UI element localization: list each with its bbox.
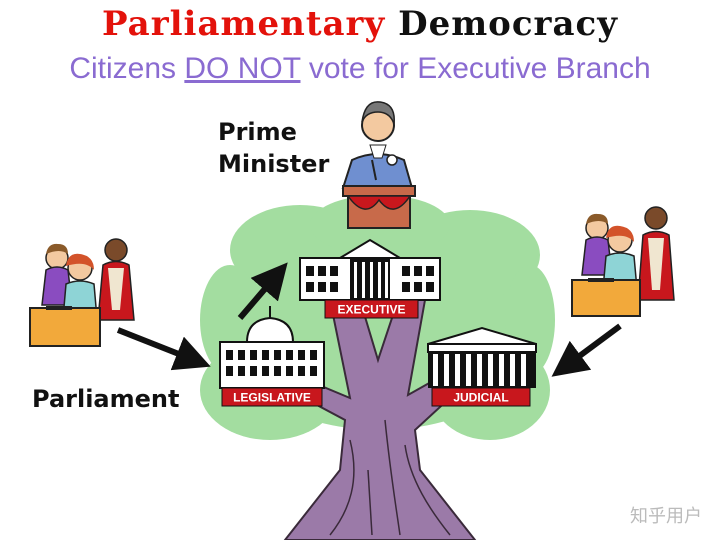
arrow-citizens-to-judicial — [551, 323, 622, 377]
page-title: Parliamentary Democracy — [0, 4, 720, 44]
executive-label: EXECUTIVE — [337, 303, 405, 317]
page-subtitle: Citizens DO NOT vote for Executive Branc… — [0, 52, 720, 86]
left-voters-group — [29, 238, 135, 347]
podium — [342, 185, 416, 229]
title-part-parliamentary: Parliamentary — [102, 4, 386, 44]
legislative-building: LEGISLATIVE — [219, 306, 325, 407]
arrow-legislative-to-executive — [237, 262, 288, 320]
prime-minister-label-line2: Minister — [218, 150, 330, 178]
prime-minister-label-line1: Prime — [218, 118, 297, 146]
watermark: 知乎用户 — [630, 506, 702, 527]
prime-minister-label: Prime Minister — [218, 116, 329, 180]
arrow-citizens-to-legislative — [116, 327, 211, 371]
title-part-democracy: Democracy — [398, 4, 618, 44]
parliament-label: Parliament — [32, 385, 180, 413]
executive-building: EXECUTIVE — [299, 238, 441, 319]
right-voters-group — [571, 206, 675, 317]
judicial-label: JUDICIAL — [453, 391, 508, 405]
subtitle-suffix: vote for Executive Branch — [308, 52, 651, 85]
legislative-label: LEGISLATIVE — [233, 391, 311, 405]
trunk-bark-lines — [329, 419, 451, 536]
subtitle-emphasis: DO NOT — [184, 52, 301, 85]
prime-minister-figure — [341, 101, 414, 189]
subtitle-prefix: Citizens — [69, 52, 177, 85]
judicial-building: JUDICIAL — [427, 326, 537, 407]
